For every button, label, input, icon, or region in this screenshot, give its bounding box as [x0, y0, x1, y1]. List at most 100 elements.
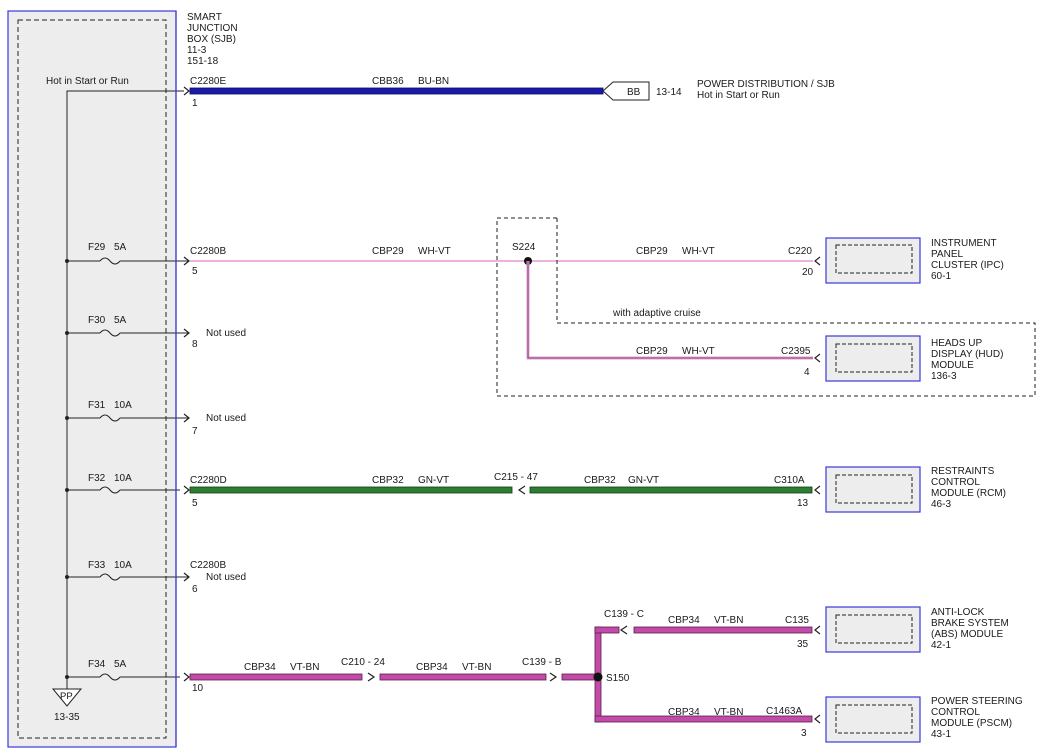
flag-ref: 13-14: [656, 87, 682, 98]
wire-cbp29-hud-edge: [527, 261, 813, 359]
wire-color: VT-BN: [714, 707, 743, 718]
connector-arrow: [814, 714, 821, 724]
sjb-component: SMART JUNCTION BOX (SJB) 11-3 151-18 Hot…: [7, 10, 238, 748]
fuse-icon: [99, 673, 121, 681]
fuse-rating: 5A: [114, 659, 127, 670]
splice-s150: [593, 672, 603, 682]
dest-line-1: POWER DISTRIBUTION / SJB: [697, 79, 835, 90]
inline-connector-label: C139 - C: [604, 609, 644, 620]
option-region-dashed: [496, 217, 1036, 397]
sjb-pin-arrows: [183, 86, 190, 682]
wire-id: CBP32: [584, 475, 616, 486]
fuse-label: F30: [88, 315, 106, 326]
module-line-3: MODULE: [931, 360, 974, 371]
module-line-2: DISPLAY (HUD): [931, 349, 1003, 360]
inline-connector-label: C210 - 24: [341, 657, 385, 668]
wire-color: WH-VT: [418, 246, 451, 257]
wire-color: VT-BN: [462, 662, 491, 673]
wire-color: VT-BN: [714, 615, 743, 626]
module-abs: ANTI-LOCK BRAKE SYSTEM (ABS) MODULE 42-1: [825, 606, 1009, 653]
flag-label: BB: [627, 87, 641, 98]
module-inner: [835, 343, 913, 373]
module-line-1: INSTRUMENT: [931, 238, 997, 249]
fuse-label: F34: [88, 659, 106, 670]
fuse-rating: 10A: [114, 473, 132, 484]
pin-label: 10: [192, 683, 204, 694]
pin-label: 5: [192, 266, 198, 277]
sjb-frame: [7, 10, 177, 748]
wire-id: CBP34: [668, 707, 700, 718]
wire-cbp34-abs: [633, 626, 813, 634]
fuse-label: F31: [88, 400, 106, 411]
circuit-cbp29: C2280B 5 CBP29 WH-VT with adaptive cruis…: [190, 217, 1036, 397]
connector-arrow: [814, 485, 821, 495]
module-frame: [825, 335, 921, 382]
splice-label: S150: [606, 673, 630, 684]
wire-id: CBP29: [372, 246, 404, 257]
fuse-row-f34: F34 5A: [65, 659, 180, 681]
module-line-1: ANTI-LOCK: [931, 607, 985, 618]
wire-cbp34-c: [561, 673, 599, 681]
inline-connector-arrow: [549, 672, 558, 682]
flag-bb: [602, 81, 650, 101]
pin-label: 6: [192, 584, 198, 595]
not-used-label: Not used: [206, 413, 246, 424]
option-note: with adaptive cruise: [612, 308, 701, 319]
connector-label: C220: [788, 246, 812, 257]
module-line-3: MODULE (PSCM): [931, 718, 1012, 729]
wire-id: CBP34: [416, 662, 448, 673]
module-inner: [835, 244, 913, 274]
fuse-label: F33: [88, 560, 106, 571]
dest-line-2: Hot in Start or Run: [697, 90, 780, 101]
module-line-1: RESTRAINTS: [931, 466, 995, 477]
pin-label: 8: [192, 339, 198, 350]
fuse-rating: 10A: [114, 560, 132, 571]
connector-label: C2395: [781, 346, 811, 357]
fuse-row-f31: F31 10A: [65, 400, 188, 422]
wire-cbb36: [189, 87, 604, 95]
circuit-cbp32: C2280D 5 CBP32 GN-VT C215 - 47 CBP32 GN-…: [189, 472, 821, 509]
fuse-icon: [99, 486, 121, 494]
fuse-row-f32: F32 10A: [65, 473, 180, 494]
module-line-1: POWER STEERING: [931, 696, 1023, 707]
circuit-cbp34: 10 CBP34 VT-BN C210 - 24 CBP34 VT-BN C13…: [189, 609, 821, 739]
sjb-hot-label: Hot in Start or Run: [46, 76, 129, 87]
module-line-4: 46-3: [931, 499, 951, 510]
module-line-4: 136-3: [931, 371, 957, 382]
module-frame: [825, 696, 921, 743]
wire-id: CBP29: [636, 346, 668, 357]
connector-label: C2280B: [190, 560, 226, 571]
inline-connector-arrow: [619, 625, 628, 635]
sjb-internal-bus: [66, 90, 184, 681]
connector-label: C135: [785, 615, 809, 626]
module-inner: [835, 704, 913, 734]
sjb-inner-dashed: [17, 19, 167, 739]
circuit-cbb36: C2280E 1 CBB36 BU-BN BB 13-14 POWER DIST…: [189, 76, 835, 109]
module-line-4: 43-1: [931, 729, 951, 740]
module-line-3: (ABS) MODULE: [931, 629, 1004, 640]
sjb-title-line-1: SMART: [187, 12, 222, 23]
module-line-2: CONTROL: [931, 707, 980, 718]
connector-label: C2280E: [190, 76, 226, 87]
wire-id: CBB36: [372, 76, 404, 87]
fuse-label: F29: [88, 242, 106, 253]
sjb-title-line-5: 151-18: [187, 56, 219, 67]
not-used-label: Not used: [206, 328, 246, 339]
inline-connector-arrow: [517, 485, 526, 495]
inline-connector-label: C215 - 47: [494, 472, 538, 483]
connector-arrow: [814, 625, 821, 635]
pin-label: 13: [797, 498, 809, 509]
unused-pins: Not used 8 Not used 7 C2280B Not used 6: [190, 328, 246, 595]
pin-label: 20: [802, 267, 814, 278]
wire-id: CBP29: [636, 246, 668, 257]
pin-label: 4: [804, 367, 810, 378]
module-line-2: BRAKE SYSTEM: [931, 618, 1009, 629]
ground-symbol-label: PP: [60, 691, 73, 702]
module-line-2: CONTROL: [931, 477, 980, 488]
module-frame: [825, 606, 921, 653]
wire-cbp34-abs-stub: [594, 626, 620, 634]
fuse-icon: [99, 329, 121, 337]
pin-label: 3: [801, 728, 807, 739]
fuse-icon: [99, 414, 121, 422]
wire-cbp32-a: [189, 486, 513, 494]
